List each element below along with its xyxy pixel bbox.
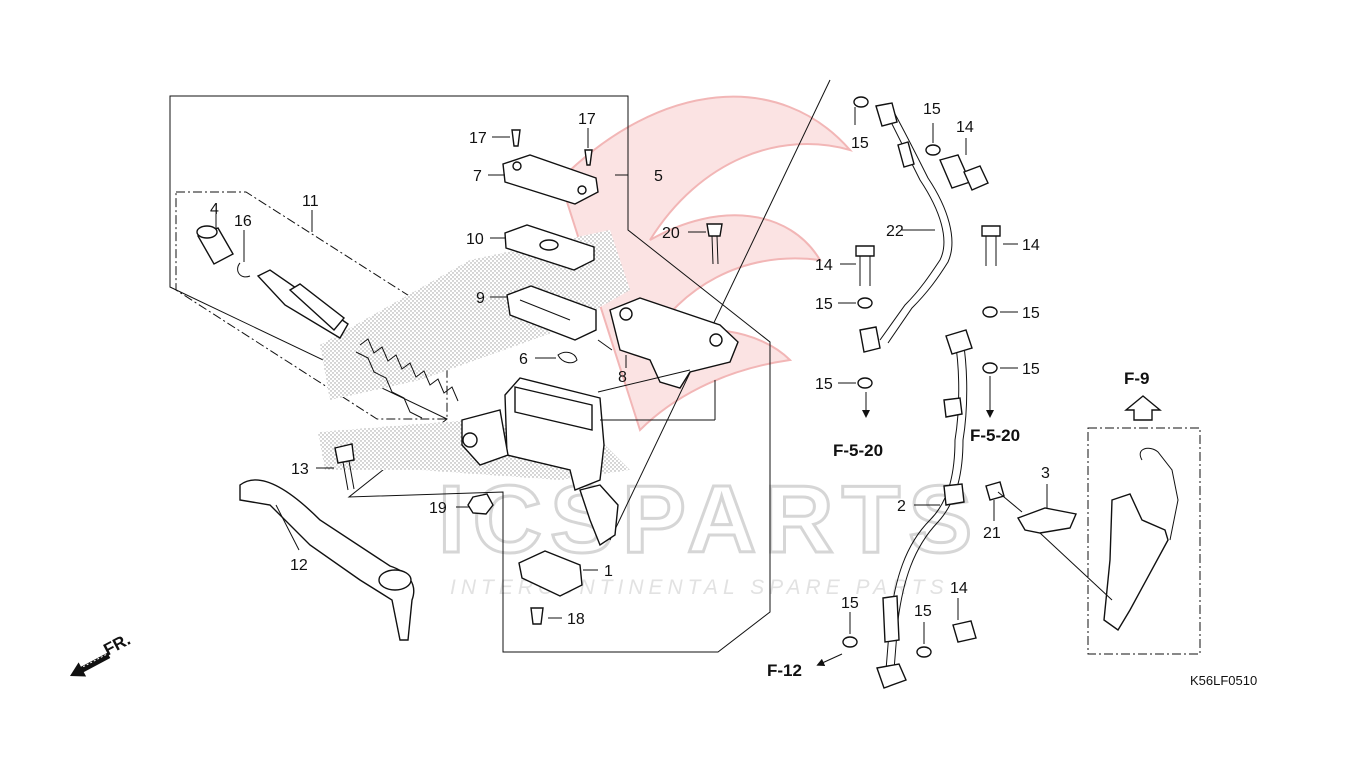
banjo-bolt-14d xyxy=(952,620,977,643)
callout-17: 17 xyxy=(578,111,596,128)
callout-10: 10 xyxy=(466,231,484,248)
callout-4: 4 xyxy=(210,201,219,218)
lower-hose-2 xyxy=(876,329,973,689)
diaphragm-9 xyxy=(506,285,597,341)
callout-13: 13 xyxy=(291,461,309,478)
callout-9: 9 xyxy=(476,290,485,307)
callout-6: 6 xyxy=(519,351,528,368)
diagram-code: K56LF0510 xyxy=(1190,673,1257,688)
callout-2: 2 xyxy=(897,498,906,515)
cap-7 xyxy=(502,154,599,205)
sealing-washers xyxy=(842,96,998,658)
plate-10 xyxy=(504,224,595,271)
banjo-bolt-14a xyxy=(939,154,989,191)
piston-kit-frame xyxy=(175,191,448,420)
f9-up-arrow-icon xyxy=(1124,395,1162,421)
callout-16: 16 xyxy=(234,213,252,230)
lever-12 xyxy=(239,479,415,641)
reference-f-5-20-right[interactable]: F-5-20 xyxy=(970,426,1020,445)
master-cylinder-body xyxy=(461,377,619,547)
screw-18 xyxy=(530,607,544,625)
bracket-f9 xyxy=(1103,447,1179,632)
master-cylinder-frame xyxy=(169,95,771,653)
bolt-21 xyxy=(985,481,1023,513)
callouts: 17 17 7 5 4 16 11 10 20 9 6 8 13 19 12 1… xyxy=(210,101,1050,628)
callout-20: 20 xyxy=(662,225,680,242)
callout-3: 3 xyxy=(1041,465,1050,482)
callout-15: 15 xyxy=(914,603,932,620)
callout-15: 15 xyxy=(841,595,859,612)
reference-f-9[interactable]: F-9 xyxy=(1124,369,1150,388)
callout-15: 15 xyxy=(923,101,941,118)
screw-17b xyxy=(584,149,593,166)
spring xyxy=(355,338,459,419)
upper-hose-22 xyxy=(859,102,953,353)
callout-15: 15 xyxy=(815,376,833,393)
clip-6 xyxy=(557,351,578,364)
callout-5: 5 xyxy=(654,168,663,185)
pivot-bolt-13 xyxy=(334,443,355,491)
callout-11: 11 xyxy=(302,193,319,210)
callout-15: 15 xyxy=(1022,361,1040,378)
front-direction-arrow xyxy=(70,652,111,677)
callout-15: 15 xyxy=(1022,305,1040,322)
reference-f-12[interactable]: F-12 xyxy=(767,661,802,680)
leader-lines xyxy=(215,107,1113,666)
watermark-brand: ICSPARTS xyxy=(438,466,980,573)
callout-18: 18 xyxy=(567,611,585,628)
f9-bracket-frame xyxy=(1087,427,1201,655)
callout-7: 7 xyxy=(473,168,482,185)
reference-f-5-20-left[interactable]: F-5-20 xyxy=(833,441,883,460)
callout-8: 8 xyxy=(618,369,627,386)
callout-22: 22 xyxy=(886,223,904,240)
clamp-3 xyxy=(1016,507,1077,534)
callout-14: 14 xyxy=(815,257,833,274)
callout-12: 12 xyxy=(290,557,308,574)
banjo-bolt-14c xyxy=(981,225,1001,266)
callout-15: 15 xyxy=(815,296,833,313)
callout-15: 15 xyxy=(851,135,869,152)
callout-21: 21 xyxy=(983,525,1001,542)
callout-14: 14 xyxy=(950,580,968,597)
switch-1 xyxy=(518,550,583,597)
circlip-16 xyxy=(237,262,251,278)
nut-19 xyxy=(467,493,494,515)
callout-14: 14 xyxy=(1022,237,1040,254)
callout-1: 1 xyxy=(604,563,613,580)
callout-14: 14 xyxy=(956,119,974,136)
bolt-20 xyxy=(706,223,723,265)
hose-frame-line xyxy=(609,79,831,541)
callout-17: 17 xyxy=(469,130,487,147)
holder-8 xyxy=(609,297,739,389)
screw-17a xyxy=(511,129,521,147)
banjo-bolt-14b xyxy=(855,245,875,286)
boot-4 xyxy=(196,225,234,265)
piston-11 xyxy=(256,269,349,339)
callout-19: 19 xyxy=(429,500,447,517)
